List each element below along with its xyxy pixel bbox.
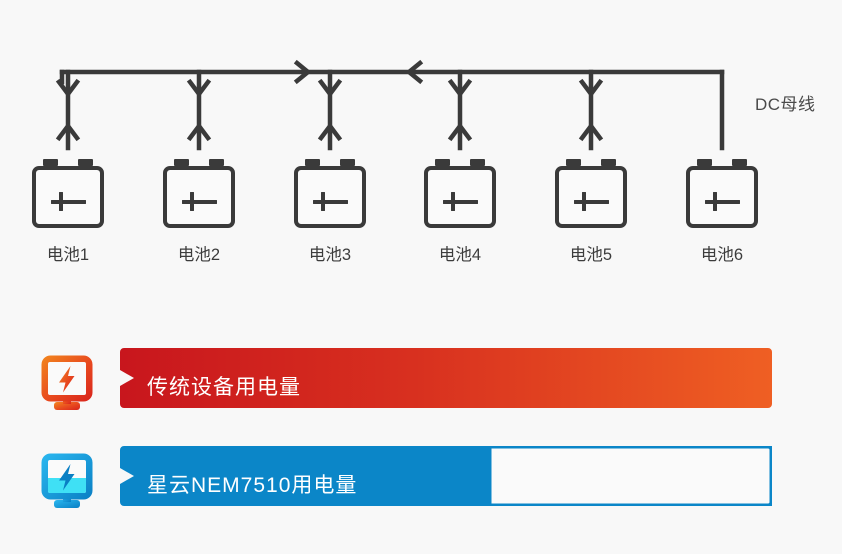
- minus-sign-icon: [67, 199, 86, 204]
- battery-terminal-positive: [697, 159, 712, 166]
- plus-sign-icon: [574, 192, 593, 211]
- bus-flow-arrow-left: [405, 59, 424, 85]
- battery-icon: [424, 157, 496, 229]
- battery-body: [555, 166, 627, 228]
- branch-line-1: [55, 69, 81, 151]
- power-device-icon: [41, 355, 93, 410]
- battery-icon: [32, 157, 104, 229]
- battery-item-2: 电池2: [151, 157, 247, 265]
- dc-bus-label: DC母线: [755, 95, 816, 114]
- battery-terminal-negative: [601, 159, 616, 166]
- plus-sign-icon: [51, 192, 70, 211]
- nem7510-usage-label: 星云NEM7510用电量: [147, 474, 358, 497]
- bus-flow-arrow-right: [293, 59, 312, 85]
- branch-line-4: [447, 69, 473, 151]
- nem7510-usage-bar: [120, 446, 772, 506]
- battery-body: [424, 166, 496, 228]
- battery-label: 电池3: [308, 246, 352, 264]
- battery-label: 电池6: [700, 246, 744, 264]
- traditional-usage-label: 传统设备用电量: [147, 376, 301, 399]
- battery-icon: [555, 157, 627, 229]
- battery-terminal-negative: [78, 159, 93, 166]
- battery-label: 电池5: [569, 246, 613, 264]
- plus-sign-icon: [443, 192, 462, 211]
- power-meter-icon: [41, 453, 93, 508]
- plus-sign-icon: [182, 192, 201, 211]
- comparison-row-nem7510: 星云NEM7510用电量: [0, 446, 842, 522]
- battery-body: [294, 166, 366, 228]
- battery-label: 电池2: [177, 246, 221, 264]
- battery-terminal-negative: [209, 159, 224, 166]
- minus-sign-icon: [198, 199, 217, 204]
- battery-terminal-positive: [174, 159, 189, 166]
- battery-terminal-negative: [340, 159, 355, 166]
- battery-label: 电池1: [46, 246, 90, 264]
- battery-terminal-positive: [566, 159, 581, 166]
- battery-terminal-positive: [43, 159, 58, 166]
- comparison-row-traditional: 传统设备用电量: [0, 348, 842, 424]
- nem7510-bar-filled: [120, 446, 489, 506]
- battery-label: 电池4: [438, 246, 482, 264]
- battery-item-3: 电池3: [282, 157, 378, 265]
- battery-icon: [686, 157, 758, 229]
- branch-line-2: [186, 69, 212, 151]
- battery-terminal-positive: [435, 159, 450, 166]
- minus-sign-icon: [590, 199, 609, 204]
- battery-body: [32, 166, 104, 228]
- branch-line-3: [317, 69, 343, 151]
- battery-terminal-positive: [305, 159, 320, 166]
- battery-terminal-negative: [732, 159, 747, 166]
- minus-sign-icon: [329, 199, 348, 204]
- battery-icon: [163, 157, 235, 229]
- battery-body: [686, 166, 758, 228]
- plus-sign-icon: [705, 192, 724, 211]
- branch-line-5: [578, 69, 604, 151]
- battery-item-4: 电池4: [412, 157, 508, 265]
- battery-terminal-negative: [470, 159, 485, 166]
- traditional-usage-bar: [120, 348, 772, 408]
- minus-sign-icon: [721, 199, 740, 204]
- plus-sign-icon: [313, 192, 332, 211]
- battery-item-5: 电池5: [543, 157, 639, 265]
- battery-item-6: 电池6: [674, 157, 770, 265]
- minus-sign-icon: [459, 199, 478, 204]
- battery-body: [163, 166, 235, 228]
- battery-icon: [294, 157, 366, 229]
- battery-item-1: 电池1: [20, 157, 116, 265]
- dc-bus-diagram: [55, 59, 725, 151]
- nem7510-bar-hollow: [486, 446, 772, 506]
